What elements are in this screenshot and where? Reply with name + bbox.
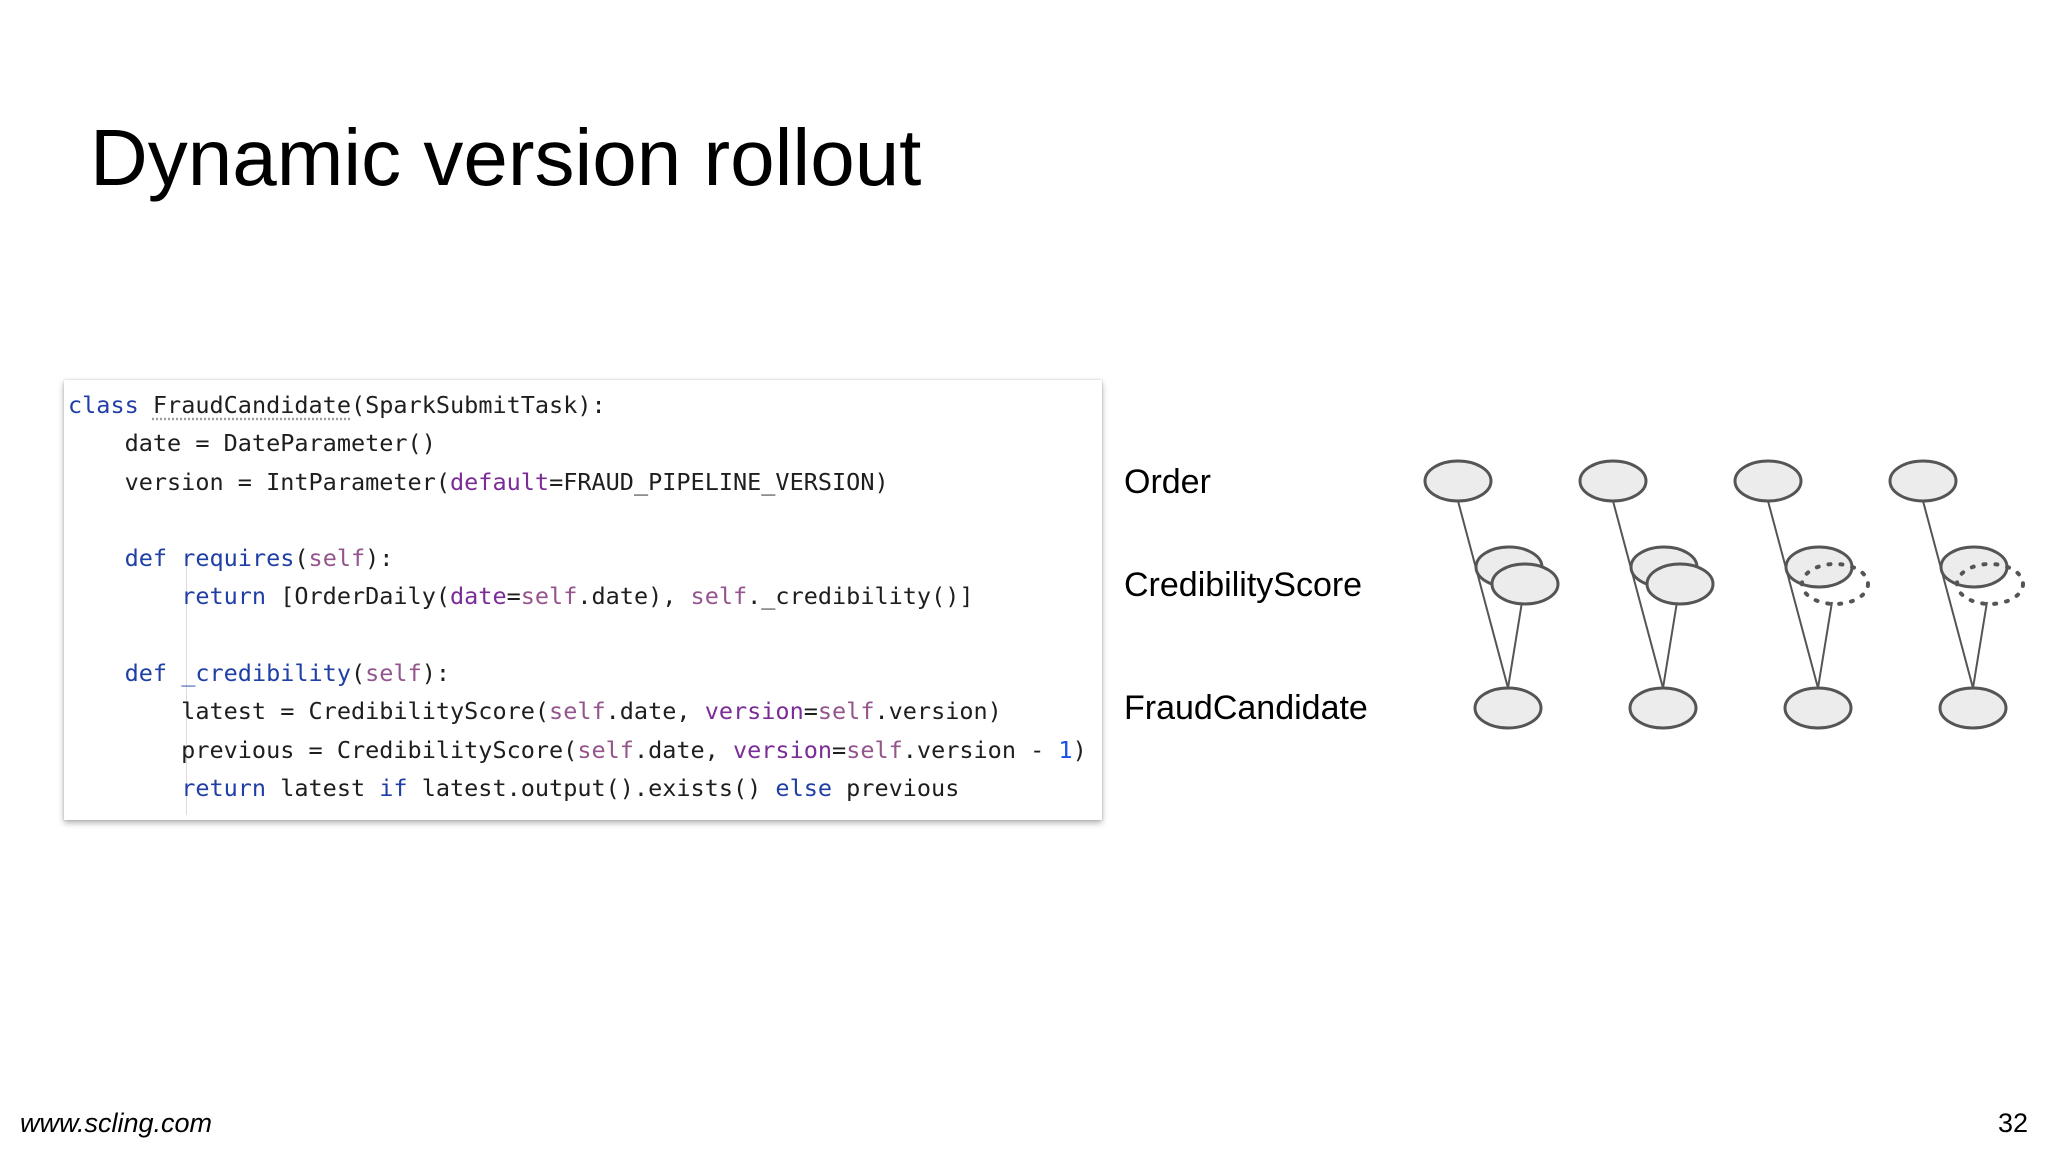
code-token: self xyxy=(846,735,903,764)
code-line: date = DateParameter() xyxy=(64,424,1102,462)
credibility-score-node xyxy=(1490,562,1560,606)
edge-credibility-fraud xyxy=(1507,601,1523,689)
fraud-candidate-node xyxy=(1783,686,1853,730)
edge-order-fraud xyxy=(1612,500,1664,689)
edge-order-fraud xyxy=(1767,500,1819,689)
footer-url: www.scling.com xyxy=(20,1108,213,1138)
order-node xyxy=(1423,459,1493,503)
credibility-score-pending-node xyxy=(1800,562,1870,606)
credibility-score-node xyxy=(1645,562,1715,606)
code-token: return xyxy=(181,773,267,802)
code-line: previous = CredibilityScore(self.date, v… xyxy=(64,731,1102,769)
credibility-score-node xyxy=(1474,545,1544,589)
code-token: self xyxy=(365,659,422,688)
fraud-candidate-node xyxy=(1628,686,1698,730)
fraud-candidate-node xyxy=(1473,686,1543,730)
code-token: self xyxy=(520,582,578,611)
code-token: previous xyxy=(832,773,960,802)
code-token: version xyxy=(732,735,833,764)
code-token: [OrderDaily( xyxy=(266,582,451,611)
code-token: class xyxy=(68,391,139,419)
credibility-score-label: CredibilityScore xyxy=(1124,566,1363,604)
credibility-score-node xyxy=(1939,545,2009,589)
code-line: return latest if latest.output().exists(… xyxy=(64,769,1102,807)
code-token: 1 xyxy=(1058,735,1073,764)
code-token: = xyxy=(832,735,847,764)
code-line: return [OrderDaily(date=self.date), self… xyxy=(64,577,1102,615)
code-token: self xyxy=(308,544,366,573)
code-token: version xyxy=(704,697,804,726)
code-token: ( xyxy=(350,659,366,688)
code-token: self xyxy=(577,735,634,764)
code-token: = xyxy=(803,697,818,726)
code-token: def xyxy=(124,544,168,573)
page-number: 32 xyxy=(1997,1108,2028,1138)
edge-credibility-fraud xyxy=(1662,601,1678,689)
code-token: version = IntParameter( xyxy=(68,467,451,496)
code-token: .version) xyxy=(874,697,1002,726)
code-token: ): xyxy=(365,544,394,573)
code-token: latest = CredibilityScore( xyxy=(68,697,550,726)
fraud-candidate-node xyxy=(1938,686,2008,730)
code-token: requires xyxy=(181,544,295,573)
code-token xyxy=(68,774,181,802)
order-node xyxy=(1578,459,1648,503)
code-token xyxy=(167,659,181,687)
code-snippet: class FraudCandidate(SparkSubmitTask): d… xyxy=(64,380,1102,820)
edge-order-fraud xyxy=(1922,500,1974,689)
code-token: return xyxy=(181,582,267,611)
fraud-candidate-label: FraudCandidate xyxy=(1124,689,1368,727)
code-token: .date, xyxy=(605,697,705,726)
code-token: date = DateParameter() xyxy=(68,429,436,458)
code-token: .date), xyxy=(577,582,691,611)
code-token xyxy=(68,544,125,572)
code-token: default xyxy=(450,467,550,496)
code-token: else xyxy=(775,773,833,802)
order-label: Order xyxy=(1124,463,1211,501)
indent-guide xyxy=(186,565,187,815)
code-token xyxy=(167,544,181,572)
code-lines: class FraudCandidate(SparkSubmitTask): d… xyxy=(64,386,1102,807)
code-line xyxy=(64,501,1102,539)
code-line: latest = CredibilityScore(self.date, ver… xyxy=(64,692,1102,730)
code-token: =FRAUD_PIPELINE_VERSION) xyxy=(549,467,889,496)
code-token: self xyxy=(817,697,875,726)
edge-order-fraud xyxy=(1457,500,1509,689)
credibility-score-pending-node xyxy=(1955,562,2025,606)
code-line: class FraudCandidate(SparkSubmitTask): xyxy=(64,386,1102,424)
code-token: _credibility xyxy=(181,659,351,688)
credibility-score-node xyxy=(1784,545,1854,589)
code-token: latest.output().exists() xyxy=(407,773,776,802)
code-token xyxy=(68,582,181,610)
code-token: date xyxy=(450,582,507,611)
code-token: .version - xyxy=(902,735,1059,764)
code-token xyxy=(68,659,125,687)
code-token xyxy=(139,391,153,419)
code-token: if xyxy=(379,773,408,802)
credibility-score-node xyxy=(1629,545,1699,589)
code-line: def _credibility(self): xyxy=(64,654,1102,692)
code-token: previous = CredibilityScore( xyxy=(68,735,578,764)
code-token: ): xyxy=(421,659,451,688)
code-token: FraudCandidate xyxy=(152,391,351,419)
slide-title: Dynamic version rollout xyxy=(90,113,922,202)
code-token: def xyxy=(124,659,168,688)
code-line: version = IntParameter(default=FRAUD_PIP… xyxy=(64,463,1102,501)
order-node xyxy=(1888,459,1958,503)
edge-credibility-fraud xyxy=(1972,601,1988,689)
code-token: (SparkSubmitTask): xyxy=(350,391,606,419)
code-token: self xyxy=(549,697,606,726)
order-node xyxy=(1733,459,1803,503)
code-line xyxy=(64,616,1102,654)
code-token: .date, xyxy=(633,735,733,764)
code-token: ._credibility()] xyxy=(747,582,974,611)
code-token: = xyxy=(506,582,521,611)
code-token: ( xyxy=(294,544,309,573)
edge-credibility-fraud xyxy=(1817,601,1833,689)
code-token: latest xyxy=(266,773,380,802)
code-token: self xyxy=(690,582,748,611)
code-token: ) xyxy=(1072,735,1087,764)
code-line: def requires(self): xyxy=(64,539,1102,577)
